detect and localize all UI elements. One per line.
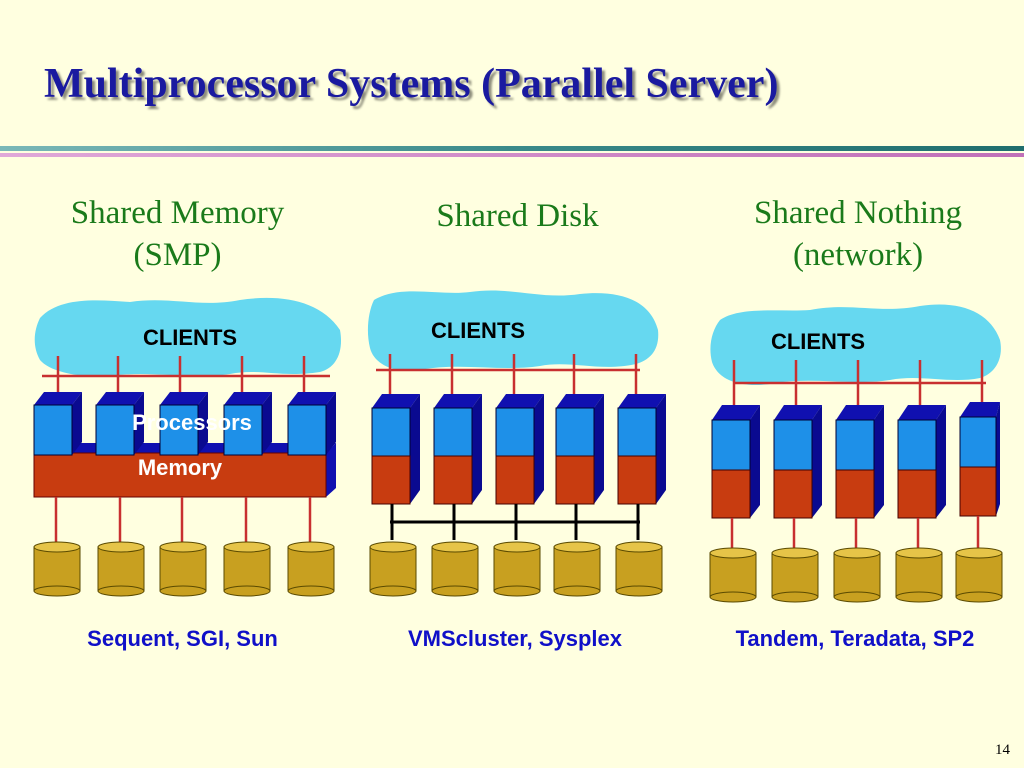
clients-cloud xyxy=(34,297,342,377)
disk-cylinder xyxy=(553,541,601,597)
node-stack xyxy=(555,394,604,505)
title-underline-pink xyxy=(0,153,1024,157)
disk-cylinder xyxy=(833,547,881,603)
heading-shared-memory: Shared Memory (SMP) xyxy=(20,192,335,276)
memory-block xyxy=(33,452,327,498)
disk-cylinder xyxy=(33,541,81,597)
title-underline-teal xyxy=(0,146,1024,151)
clients-cloud xyxy=(367,290,659,371)
shared-nothing-diagram: CLIENTS xyxy=(709,304,1003,603)
examples-shared-memory: Sequent, SGI, Sun xyxy=(87,626,278,651)
processor-cube xyxy=(33,392,82,456)
heading-shared-disk: Shared Disk xyxy=(370,195,665,237)
processor-cube xyxy=(223,392,272,456)
examples-shared-disk: VMScluster, Sysplex xyxy=(408,626,622,651)
node-stack xyxy=(711,405,760,519)
heading-line: (SMP) xyxy=(133,237,222,273)
node-stack xyxy=(371,394,420,505)
heading-line: Shared Memory xyxy=(70,195,285,231)
heading-line: (network) xyxy=(792,237,924,273)
node-stack xyxy=(433,394,482,505)
memory-block-side xyxy=(326,443,336,497)
disk-cylinder xyxy=(431,541,479,597)
heading-line: Shared Disk xyxy=(436,198,599,234)
clients-cloud xyxy=(710,304,1001,386)
disk-cylinder xyxy=(493,541,541,597)
node-stack xyxy=(959,402,1000,517)
page-number: 14 xyxy=(995,742,1010,758)
disk-cylinder xyxy=(955,547,1003,603)
disk-cylinder xyxy=(287,541,335,597)
processors-label: Processors xyxy=(132,410,252,435)
disk-cylinder xyxy=(369,541,417,597)
shared-disk-diagram: CLIENTS xyxy=(367,290,666,597)
shared-memory-diagram: CLIENTS Memory xyxy=(33,297,342,597)
disk-cylinder xyxy=(159,541,207,597)
disk-cylinder xyxy=(97,541,145,597)
clients-label: CLIENTS xyxy=(771,329,865,354)
memory-label: Memory xyxy=(138,455,223,480)
disk-cylinder xyxy=(709,547,757,603)
node-stack xyxy=(495,394,544,505)
heading-line: Shared Nothing xyxy=(753,195,963,231)
node-stack xyxy=(835,405,884,519)
disk-cylinder xyxy=(615,541,663,597)
examples-shared-nothing: Tandem, Teradata, SP2 xyxy=(735,626,975,651)
node-stack xyxy=(897,405,946,519)
disk-cylinder xyxy=(895,547,943,603)
processor-cube xyxy=(287,392,336,456)
clients-label: CLIENTS xyxy=(143,325,237,350)
node-stack xyxy=(617,394,666,505)
node-stack xyxy=(773,405,822,519)
disk-cylinder xyxy=(223,541,271,597)
clients-label: CLIENTS xyxy=(431,318,525,343)
slide-title: Multiprocessor Systems (Parallel Server) xyxy=(44,61,779,107)
processor-cube xyxy=(159,392,208,456)
heading-shared-nothing: Shared Nothing (network) xyxy=(700,192,1016,276)
processor-cube xyxy=(95,392,144,456)
disk-cylinder xyxy=(771,547,819,603)
